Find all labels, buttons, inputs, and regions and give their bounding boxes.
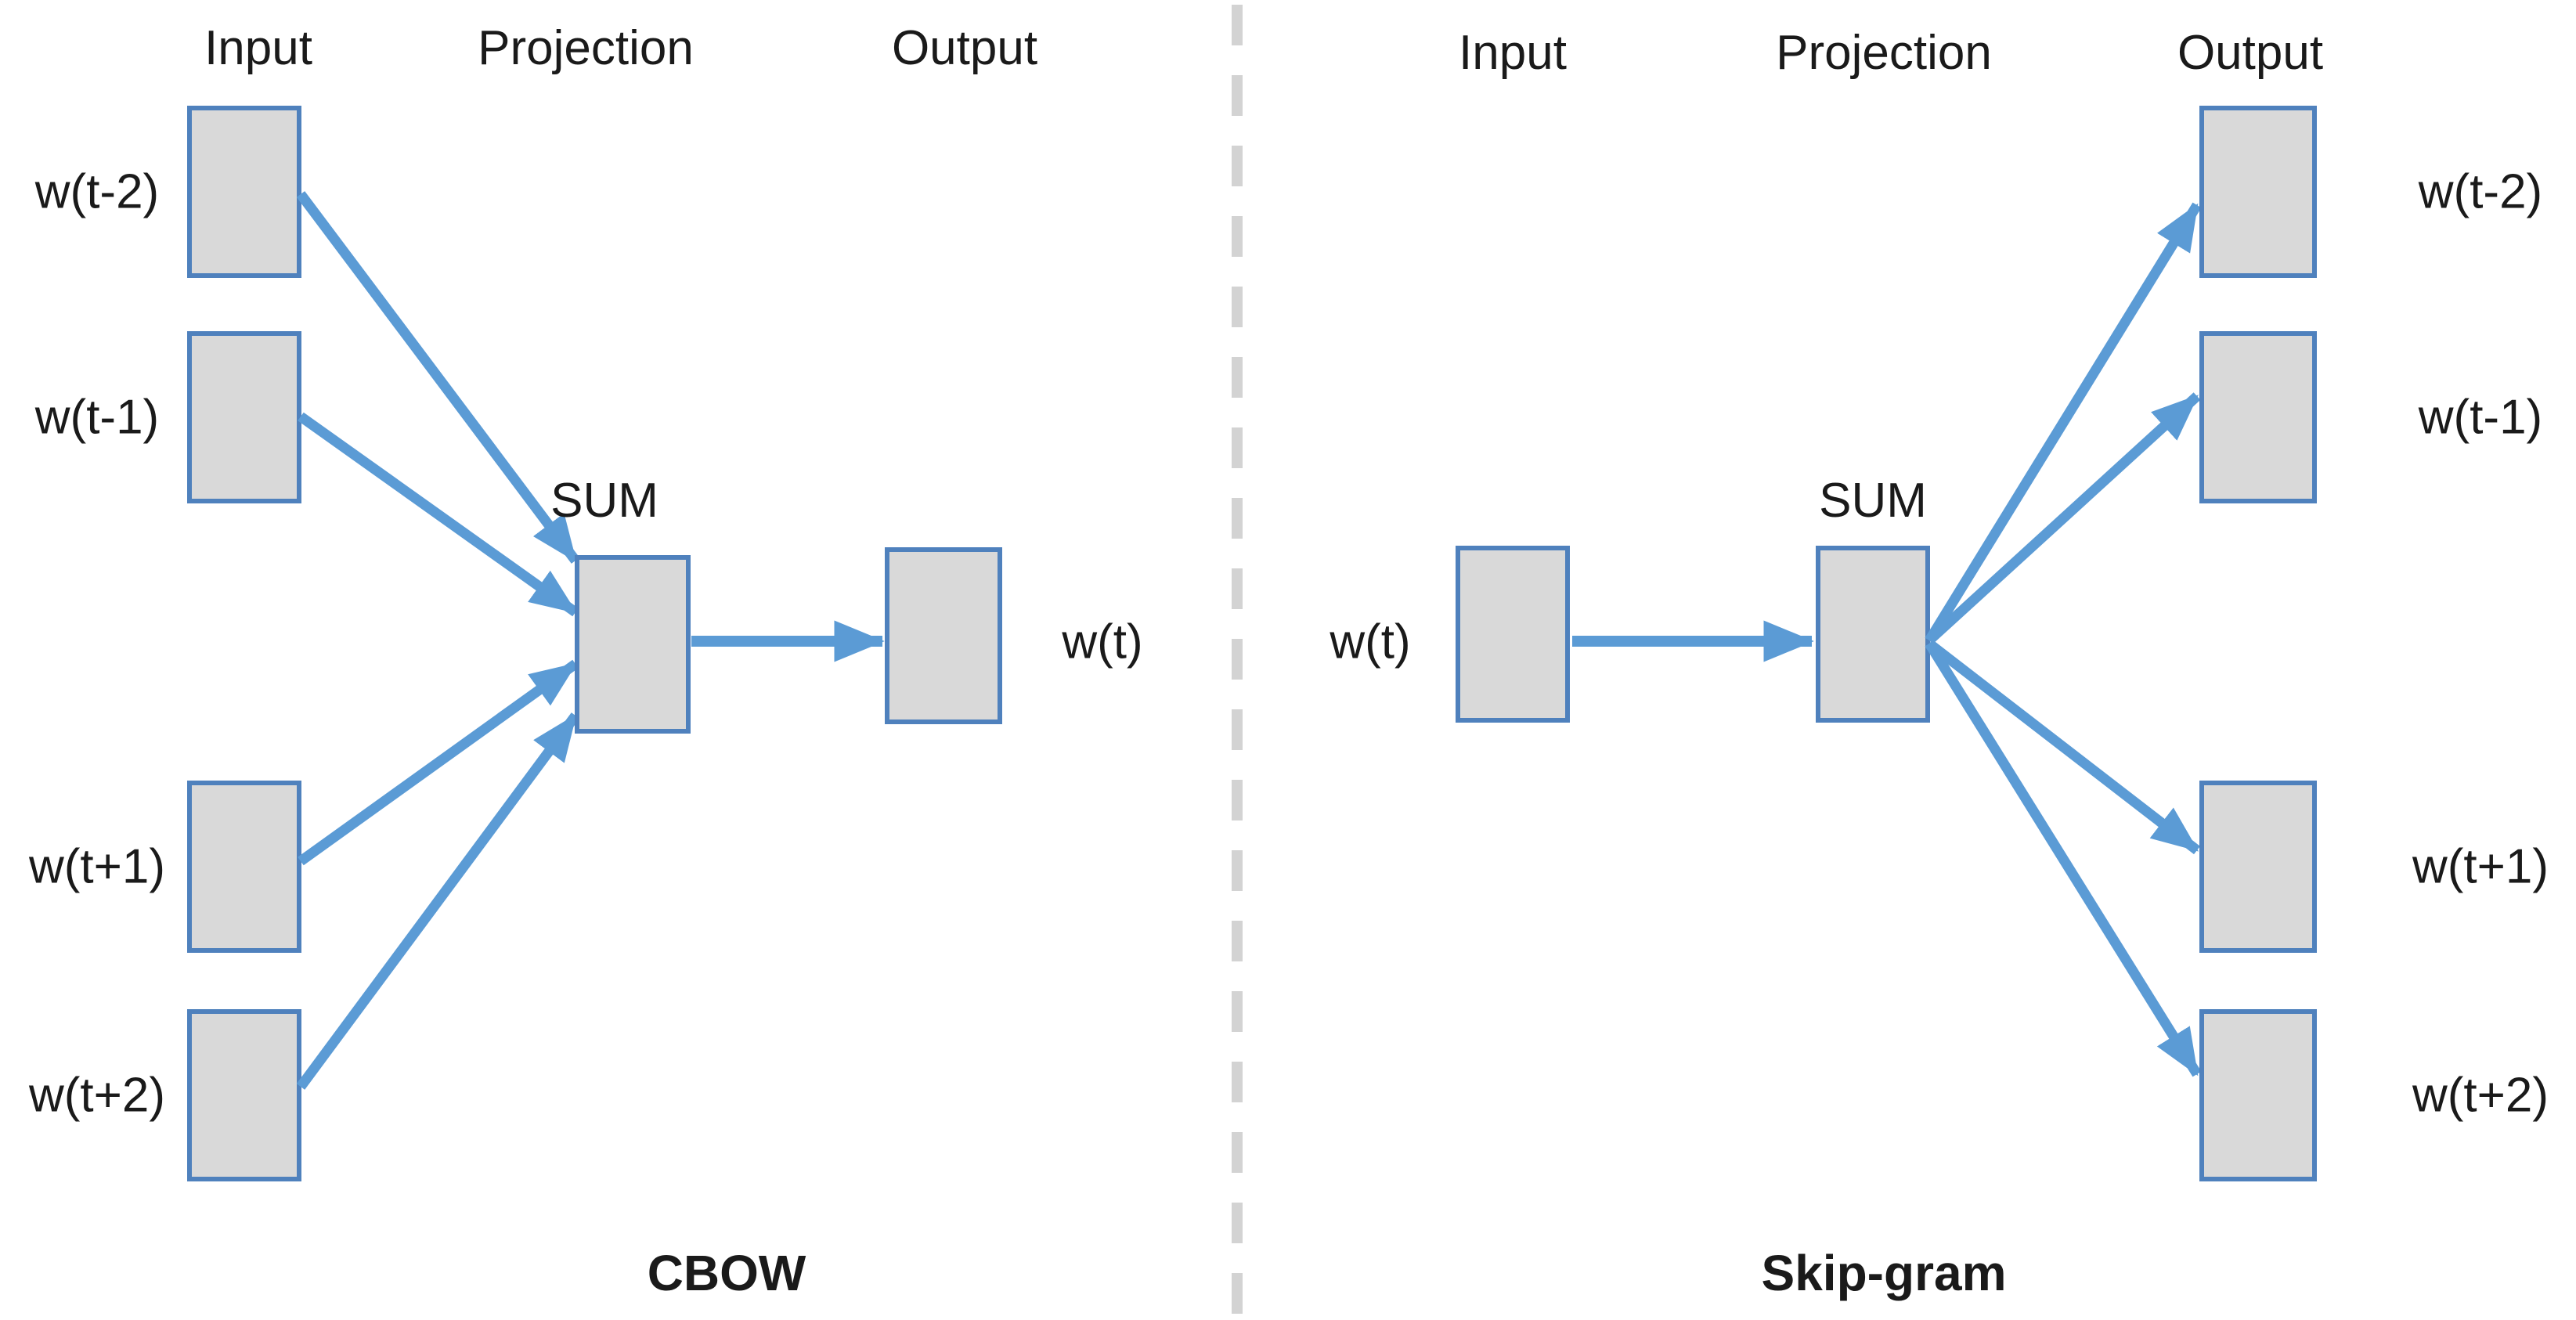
skipgram-label-w-t-plus-1: w(t+1)	[2412, 840, 2549, 894]
skipgram-projection-box	[1816, 546, 1930, 723]
cbow-panel: Input Projection Output w(t-2) w(t-1) w(…	[28, 21, 1143, 1301]
skipgram-label-w-t-plus-2: w(t+2)	[2412, 1069, 2549, 1123]
cbow-header-projection: Projection	[478, 21, 694, 75]
skipgram-arrow-projection-to-w-t-minus-2	[1925, 202, 2202, 644]
skipgram-header-input: Input	[1459, 26, 1567, 80]
cbow-label-w-t-plus-1: w(t+1)	[28, 840, 165, 894]
cbow-input-box-w-t-minus-1	[187, 331, 301, 503]
cbow-label-w-t: w(t)	[1061, 615, 1142, 669]
cbow-projection-box	[575, 555, 691, 734]
skipgram-sum-label: SUM	[1819, 474, 1927, 528]
skipgram-label-w-t: w(t)	[1329, 615, 1410, 669]
skipgram-panel: Input Projection Output w(t) SUM w(t-2) …	[1329, 26, 2549, 1301]
skipgram-label-w-t-minus-2: w(t-2)	[2418, 165, 2542, 219]
cbow-header-output: Output	[892, 21, 1037, 75]
cbow-input-box-w-t-minus-2	[187, 106, 301, 278]
cbow-label-w-t-plus-2: w(t+2)	[28, 1069, 165, 1123]
skipgram-output-box-w-t-plus-1	[2199, 781, 2317, 953]
skipgram-title: Skip-gram	[1762, 1245, 2007, 1301]
skipgram-output-box-w-t-plus-2	[2199, 1009, 2317, 1181]
skipgram-arrow-projection-to-w-t-plus-1	[1926, 639, 2200, 855]
skipgram-label-w-t-minus-1: w(t-1)	[2418, 391, 2542, 445]
cbow-output-box-w-t	[885, 547, 1002, 724]
cbow-label-w-t-minus-1: w(t-1)	[34, 391, 159, 445]
skipgram-input-box-w-t	[1456, 546, 1570, 723]
cbow-input-box-w-t-plus-2	[187, 1009, 301, 1181]
cbow-arrow-w-t-plus-1-to-projection	[298, 659, 579, 866]
skipgram-arrow-projection-to-w-t-minus-1	[1925, 392, 2201, 644]
skipgram-output-box-w-t-minus-2	[2199, 106, 2317, 278]
cbow-arrow-w-t-plus-2-to-projection	[296, 712, 580, 1090]
cbow-label-w-t-minus-2: w(t-2)	[34, 165, 159, 219]
skipgram-arrow-projection-to-w-t-plus-2	[1925, 640, 2202, 1077]
skipgram-header-projection: Projection	[1776, 26, 1992, 80]
cbow-arrow-w-t-minus-1-to-projection	[298, 412, 579, 617]
skipgram-output-box-w-t-minus-1	[2199, 331, 2317, 503]
cbow-sum-label: SUM	[550, 474, 658, 528]
cbow-arrow-w-t-minus-2-to-projection	[296, 191, 580, 564]
cbow-title: CBOW	[648, 1245, 806, 1301]
cbow-input-box-w-t-plus-1	[187, 781, 301, 953]
cbow-header-input: Input	[204, 21, 312, 75]
skipgram-header-output: Output	[2177, 26, 2323, 80]
